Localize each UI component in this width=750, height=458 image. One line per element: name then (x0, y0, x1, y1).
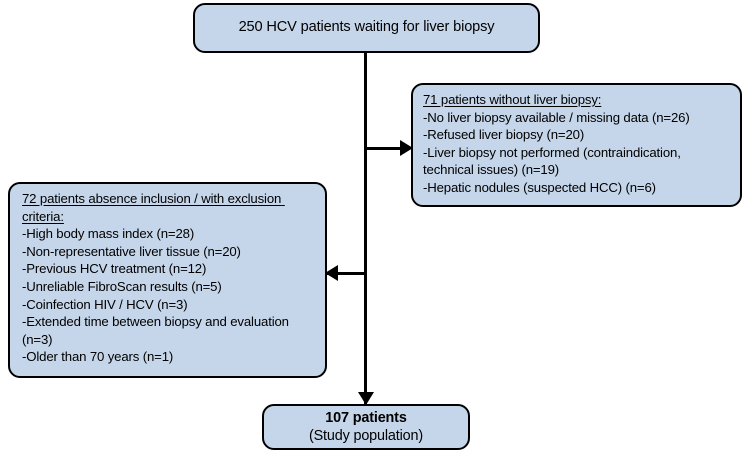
node-without-liver-biopsy: 71 patients without liver biopsy: -No li… (411, 83, 742, 207)
node-without-liver-biopsy-item-1: -Refused liver biopsy (n=20) (423, 127, 585, 143)
node-exclusion-criteria-item-5: -Extended time between biopsy and evalua… (22, 314, 293, 347)
node-without-liver-biopsy-header: 71 patients without liver biopsy: (423, 92, 602, 107)
node-total-patients: 250 HCV patients waiting for liver biops… (193, 3, 540, 53)
arrow-left-icon (325, 265, 338, 281)
connector-horizontal-left (327, 271, 365, 275)
node-study-population-body: 107 patients (Study population) (264, 406, 468, 448)
node-total-patients-text: 250 HCV patients waiting for liver biops… (238, 19, 495, 36)
node-exclusion-criteria-body: 72 patients absence inclusion / with exc… (10, 184, 325, 370)
connector-vertical-trunk (364, 52, 368, 404)
node-without-liver-biopsy-item-3: -Hepatic nodules (suspected HCC) (n=6) (423, 179, 656, 195)
node-exclusion-criteria-item-3: -Unreliable FibroScan results (n=5) (22, 278, 222, 294)
arrow-down-icon (357, 392, 374, 405)
node-exclusion-criteria-item-1: -Non-representative liver tissue (n=20) (22, 243, 241, 259)
node-total-patients-body: 250 HCV patients waiting for liver biops… (195, 5, 538, 51)
node-exclusion-criteria-item-2: -Previous HCV treatment (n=12) (22, 261, 207, 277)
node-exclusion-criteria-item-6: -Older than 70 years (n=1) (22, 349, 174, 365)
node-exclusion-criteria: 72 patients absence inclusion / with exc… (8, 182, 327, 378)
arrow-right-icon (400, 140, 413, 156)
node-study-population: 107 patients (Study population) (262, 404, 470, 450)
connector-horizontal-right (364, 146, 409, 150)
node-exclusion-criteria-header: 72 patients absence inclusion / with exc… (22, 191, 285, 224)
node-without-liver-biopsy-body: 71 patients without liver biopsy: -No li… (413, 85, 740, 201)
node-exclusion-criteria-item-4: -Coinfection HIV / HCV (n=3) (22, 296, 188, 312)
node-exclusion-criteria-item-0: -High body mass index (n=28) (22, 226, 195, 242)
node-study-population-label: (Study population) (308, 428, 424, 444)
node-without-liver-biopsy-item-2: -Liver biopsy not performed (contraindic… (423, 144, 685, 178)
node-study-population-count: 107 patients (325, 410, 407, 426)
node-without-liver-biopsy-item-0: -No liver biopsy available / missing dat… (423, 109, 690, 125)
